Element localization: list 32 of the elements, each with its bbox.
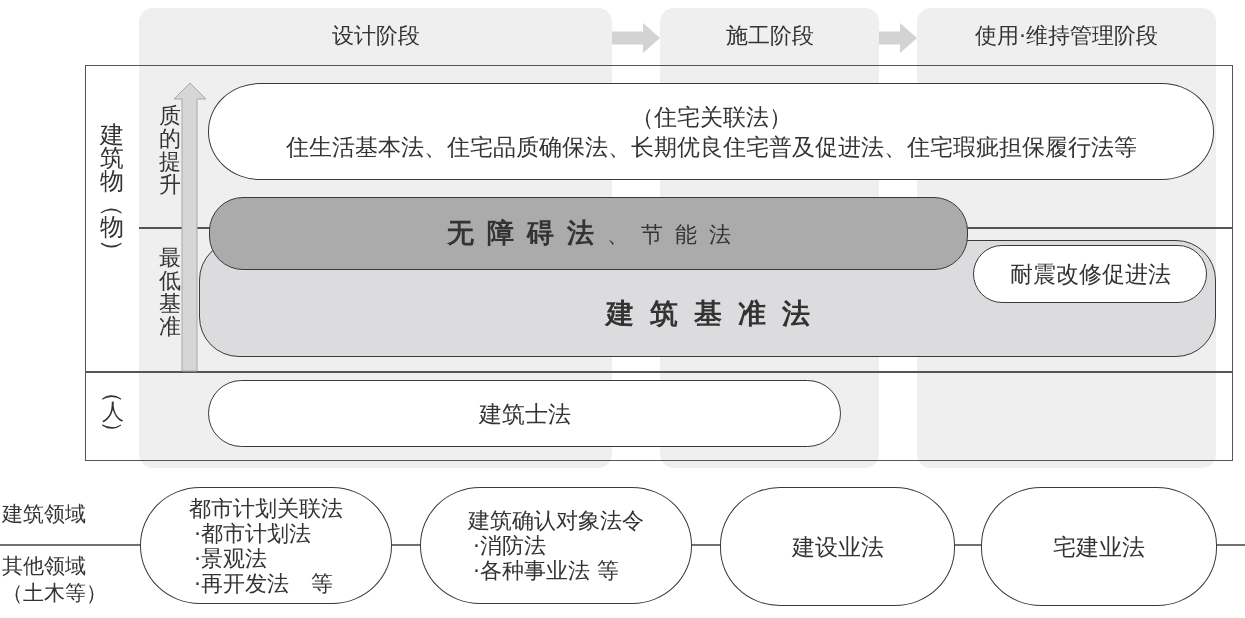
row-heading: （人） (102, 382, 124, 442)
rounded-box (208, 83, 1214, 180)
rounded-box (209, 197, 968, 270)
law-name: 建筑士法 (478, 399, 571, 429)
phase-header-tab (139, 8, 612, 65)
bullet-item: ·消防法 (472, 533, 546, 558)
law-list-text: 住生活基本法、住宅品质确保法、长期优良住宅普及促进法、住宅瑕疵担保履行法等 (285, 132, 1137, 162)
rounded-box (973, 245, 1207, 303)
law-name: 耐震改修促进法 (1009, 260, 1171, 289)
arrow (879, 23, 917, 53)
phase-header-tab (917, 8, 1216, 65)
bullet-item: ·都市计划法 (193, 520, 311, 546)
arrow (612, 23, 660, 53)
row-heading: 建筑物（物） (100, 124, 124, 262)
law-category-heading: （住宅关联法） (630, 102, 792, 132)
arrow-label: 质的提升 (159, 104, 181, 196)
law-name: 宅建业法 (1053, 532, 1145, 562)
domain-label: 建筑领域 (2, 501, 86, 528)
law-group-heading: 都市计划关联法 (189, 495, 343, 521)
phase-heading: 使用·维持管理阶段 (975, 22, 1158, 50)
law-name: 建设业法 (791, 532, 884, 562)
law-name: 无障碍法、节能法 (446, 217, 743, 250)
phase-header-tab (660, 8, 879, 65)
law-group-heading: 建筑确认对象法令 (468, 508, 644, 533)
law-name: 建筑基准法 (605, 298, 826, 329)
phase-heading: 设计阶段 (331, 22, 420, 50)
bullet-item: ·景观法 (193, 545, 267, 571)
arrow-label: 最低基准 (159, 246, 181, 338)
domain-label: 其他领域（土木等） (2, 553, 108, 607)
bullet-item: ·再开发法 等 (193, 570, 333, 596)
phase-heading: 施工阶段 (725, 22, 814, 50)
bullet-item: ·各种事业法 等 (472, 558, 619, 583)
